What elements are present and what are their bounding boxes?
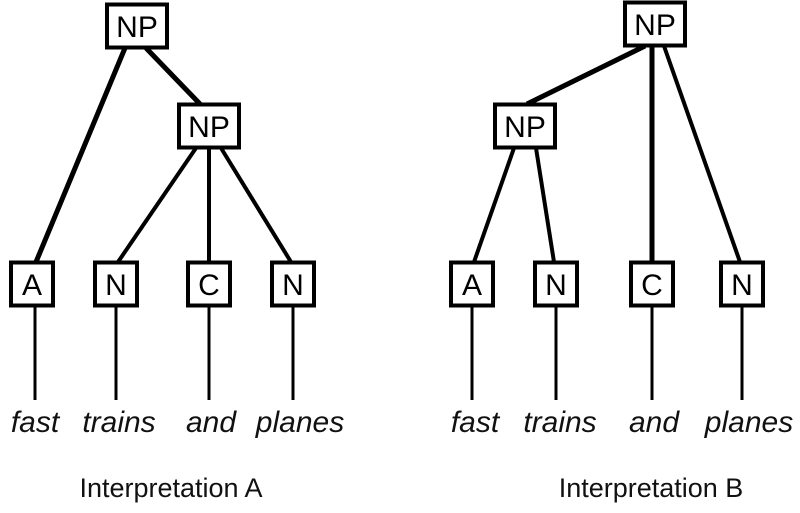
- terminal-word-b-leaf-fast: fast: [451, 406, 501, 439]
- node-group: NP NP A N C N: [9, 2, 316, 308]
- word-group: fast trains and planes: [11, 406, 344, 439]
- tree-edge-b-inner-np-to-b-pos-a: [472, 147, 516, 263]
- node-box-a-inner-np[interactable]: [177, 102, 241, 150]
- tree-edge-b-root-np-to-b-pos-n2: [662, 45, 742, 263]
- node-box-b-pos-n2[interactable]: [719, 260, 765, 308]
- node-label-b-pos-a: A: [462, 269, 482, 302]
- leaf-stem-group: [33, 306, 295, 400]
- caption-interpretation-b: Interpretation B: [559, 473, 744, 503]
- node-label-a-inner-np: NP: [188, 111, 230, 144]
- node-box-a-pos-n1[interactable]: [93, 260, 139, 308]
- node-label-b-pos-n1: N: [545, 269, 567, 302]
- tree-edge-a-root-np-to-a-pos-a: [33, 47, 128, 263]
- node-label-a-root-np: NP: [116, 11, 158, 44]
- edge-group: [33, 46, 293, 264]
- leaf-stem-group: [470, 306, 744, 400]
- caption-interpretation-a: Interpretation A: [79, 473, 262, 503]
- terminal-word-b-leaf-planes: planes: [704, 406, 793, 439]
- node-label-a-pos-c: C: [198, 269, 220, 302]
- node-label-b-pos-n2: N: [731, 269, 753, 302]
- node-box-b-pos-c[interactable]: [629, 260, 675, 308]
- node-label-b-pos-c: C: [641, 269, 663, 302]
- node-box-b-pos-n1[interactable]: [533, 260, 579, 308]
- terminal-word-a-leaf-planes: planes: [255, 406, 344, 439]
- node-box-a-pos-n2[interactable]: [270, 260, 316, 308]
- tree-edge-a-inner-np-to-a-pos-n2: [219, 146, 293, 264]
- node-label-a-pos-n2: N: [282, 269, 304, 302]
- node-box-a-pos-c[interactable]: [186, 260, 232, 308]
- node-box-b-pos-a[interactable]: [449, 260, 495, 308]
- node-box-b-inner-np[interactable]: [493, 102, 557, 150]
- tree-edge-b-root-np-to-b-inner-np: [525, 43, 647, 107]
- node-group: NP NP A N C N: [449, 0, 765, 308]
- terminal-word-b-leaf-and: and: [629, 406, 680, 439]
- tree-edge-a-inner-np-to-a-pos-n1: [116, 146, 198, 264]
- node-label-a-pos-n1: N: [105, 269, 127, 302]
- terminal-word-a-leaf-and: and: [186, 406, 237, 439]
- tree-edge-b-inner-np-to-b-pos-n1: [534, 147, 556, 263]
- word-group: fast trains and planes: [451, 406, 793, 439]
- node-box-b-root-np[interactable]: [623, 0, 687, 48]
- node-box-a-root-np[interactable]: [105, 2, 169, 50]
- terminal-word-a-leaf-fast: fast: [11, 406, 61, 439]
- terminal-word-b-leaf-trains: trains: [523, 406, 596, 439]
- tree-edge-a-root-np-to-a-inner-np: [144, 46, 202, 106]
- terminal-word-a-leaf-trains: trains: [82, 406, 155, 439]
- edge-group: [472, 43, 742, 263]
- node-label-b-root-np: NP: [634, 9, 676, 42]
- node-label-a-pos-a: A: [22, 269, 42, 302]
- node-label-b-inner-np: NP: [504, 111, 546, 144]
- node-box-a-pos-a[interactable]: [9, 260, 55, 308]
